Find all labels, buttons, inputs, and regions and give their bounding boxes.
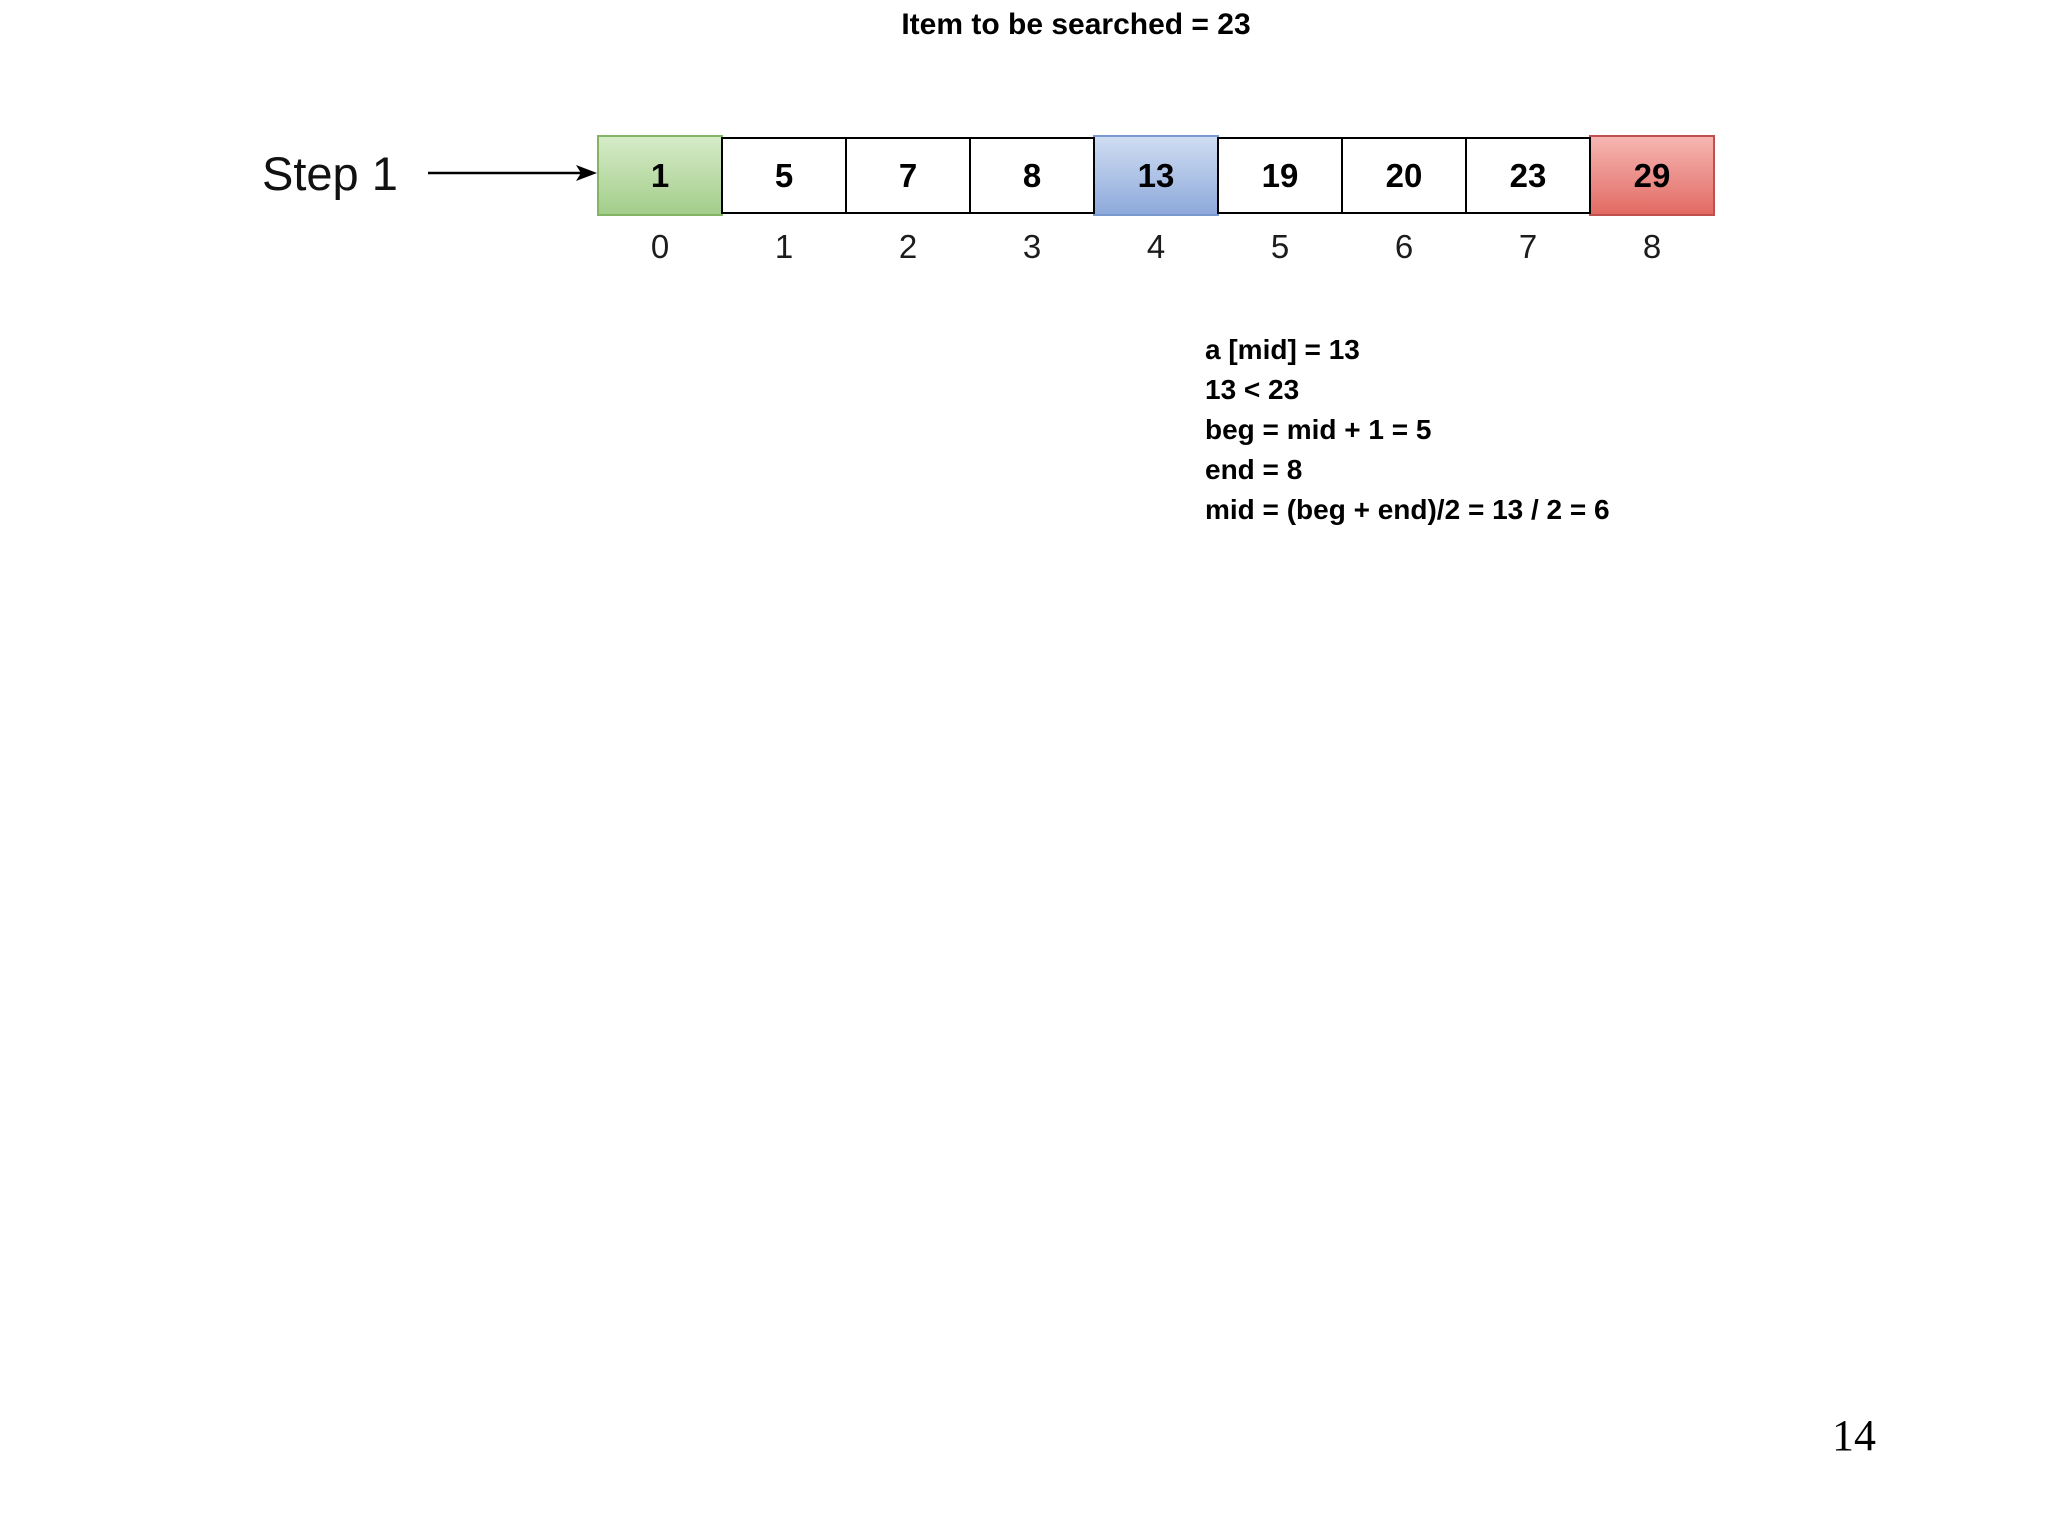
index-label-1: 1 bbox=[774, 228, 794, 265]
array-cell-4: 13 bbox=[1093, 135, 1219, 216]
info-line-1: a [mid] = 13 bbox=[1205, 334, 1360, 365]
page-number: 14 bbox=[1832, 1411, 1876, 1460]
index-label-3: 3 bbox=[1022, 228, 1042, 265]
array-cell-7: 23 bbox=[1465, 137, 1591, 214]
info-line-2: 13 < 23 bbox=[1205, 374, 1300, 405]
array-cell-0: 1 bbox=[597, 135, 723, 216]
index-label-5: 5 bbox=[1270, 228, 1290, 265]
array-cell-6: 20 bbox=[1341, 137, 1467, 214]
index-label-6: 6 bbox=[1394, 228, 1414, 265]
info-line-4: end = 8 bbox=[1205, 454, 1303, 485]
array-cell-5: 19 bbox=[1217, 137, 1343, 214]
index-label-7: 7 bbox=[1518, 228, 1538, 265]
info-line-5: mid = (beg + end)/2 = 13 / 2 = 6 bbox=[1205, 494, 1610, 525]
index-label-0: 0 bbox=[650, 228, 670, 265]
array-cell-1: 5 bbox=[721, 137, 847, 214]
array-index-row: 0 1 2 3 4 5 6 7 8 bbox=[597, 228, 1715, 266]
step-info-text: a [mid] = 13 13 < 23 beg = mid + 1 = 5 end … bbox=[1205, 330, 1610, 530]
step-label: Step 1 bbox=[262, 147, 398, 200]
arrow-icon bbox=[428, 165, 597, 181]
index-label-8: 8 bbox=[1642, 228, 1662, 265]
index-label-2: 2 bbox=[898, 228, 918, 265]
info-line-3: beg = mid + 1 = 5 bbox=[1205, 414, 1432, 445]
array-cell-3: 8 bbox=[969, 137, 1095, 214]
array-cell-2: 7 bbox=[845, 137, 971, 214]
page-title: Item to be searched = 23 bbox=[901, 8, 1251, 41]
array-cell-8: 29 bbox=[1589, 135, 1715, 216]
index-label-4: 4 bbox=[1146, 228, 1166, 265]
